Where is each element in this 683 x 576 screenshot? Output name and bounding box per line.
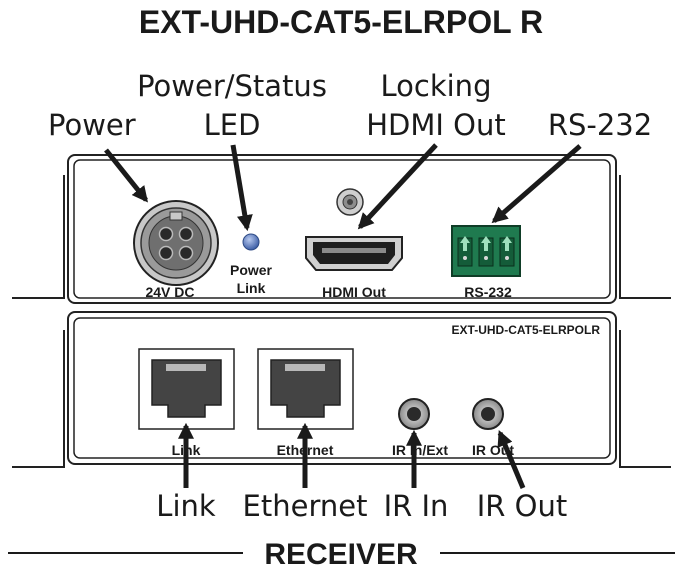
- link-port: [138, 348, 235, 430]
- ethernet-port: [257, 348, 354, 430]
- power-pin-2: [178, 226, 194, 242]
- power-connector: [133, 200, 219, 286]
- power-label: 24V DC: [145, 284, 194, 300]
- arrow-status-led: [230, 144, 253, 232]
- arrow-rs232: [491, 144, 582, 224]
- locking-screw: [336, 188, 364, 216]
- ir-out-jack: [472, 398, 504, 430]
- callout-status-led-line1: Power/Status: [137, 69, 327, 103]
- callout-ir-in: IR In: [384, 489, 449, 523]
- bottom-panel-right-flange: [619, 330, 671, 468]
- rs232-terminal: [451, 225, 521, 277]
- led-label-link: Link: [237, 280, 266, 296]
- callout-rs232: RS-232: [548, 108, 652, 142]
- ir-in-label: IR In/Ext: [392, 442, 448, 458]
- callout-ir-out: IR Out: [477, 489, 568, 523]
- callout-link: Link: [156, 489, 216, 523]
- bottom-panel-left-flange: [12, 330, 65, 468]
- callout-status-led-line2: LED: [204, 108, 261, 142]
- model-label: EXT-UHD-CAT5-ELRPOLR: [452, 323, 601, 337]
- led-label-power: Power: [230, 262, 273, 278]
- ir-in-jack: [398, 398, 430, 430]
- top-panel-left-flange: [12, 175, 65, 299]
- callout-ethernet: Ethernet: [243, 489, 368, 523]
- callout-power: Power: [48, 108, 136, 142]
- power-pin-1: [158, 226, 174, 242]
- rs232-label: RS-232: [464, 284, 512, 300]
- callout-hdmi-line1: Locking: [381, 69, 492, 103]
- top-panel: 24V DC Power Link HDMI Out: [12, 154, 671, 304]
- footer-receiver-label: RECEIVER: [264, 538, 418, 571]
- arrow-power: [104, 148, 148, 203]
- hdmi-label: HDMI Out: [322, 284, 386, 300]
- arrow-ir-out: [497, 430, 526, 489]
- diagram-title: EXT-UHD-CAT5-ELRPOL R: [139, 4, 543, 40]
- top-panel-right-flange: [619, 175, 671, 299]
- hdmi-port: [305, 236, 403, 271]
- bottom-panel: EXT-UHD-CAT5-ELRPOLR Link Ethernet IR In…: [12, 311, 671, 468]
- callout-hdmi-line2: HDMI Out: [366, 108, 506, 142]
- status-led: [242, 233, 260, 251]
- arrow-hdmi: [357, 143, 438, 230]
- power-pin-3: [158, 245, 174, 261]
- power-pin-4: [178, 245, 194, 261]
